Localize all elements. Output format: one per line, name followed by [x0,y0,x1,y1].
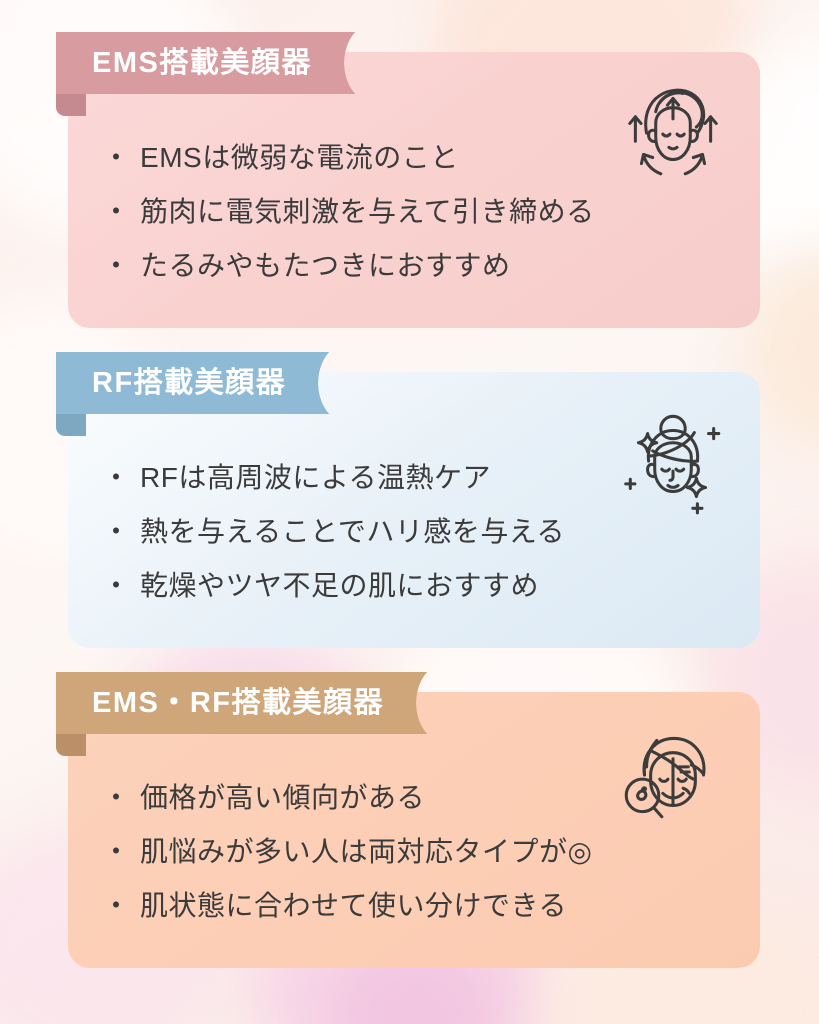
ribbon-body: RF搭載美顔器 [56,352,349,414]
list-item: ・ 乾燥やツヤ不足の肌におすすめ [102,572,610,600]
bullet-text: 肌悩みが多い人は両対応タイプが◎ [140,836,593,867]
bullet-marker: ・ [102,782,131,813]
bullet-text: 乾燥やツヤ不足の肌におすすめ [140,570,540,601]
face-lifting-arrows-icon [612,66,734,188]
card-ems: EMS搭載美顔器 ・ EMSは微弱な電流のこと ・ 筋肉に電気刺激を与えて引き締… [56,32,760,328]
list-item: ・ 筋肉に電気刺激を与えて引き締める [102,198,610,226]
ribbon-fold-tab [56,734,86,756]
bullet-marker: ・ [102,890,131,921]
bullet-text: EMSは微弱な電流のこと [140,142,459,173]
bullet-marker: ・ [102,250,131,281]
ribbon-title: EMS搭載美顔器 [92,46,312,79]
ribbon-banner-ems: EMS搭載美顔器 [56,32,374,116]
bullet-marker: ・ [102,142,131,173]
card-rf: RF搭載美顔器 ・ RFは高周波による温熱ケア ・ 熱を与えることでハリ感を与え… [56,352,760,648]
ribbon-title: RF搭載美顔器 [92,366,287,399]
bullet-text: 価格が高い傾向がある [140,782,426,813]
bullet-text: 熱を与えることでハリ感を与える [140,516,565,547]
bullet-list-ems: ・ EMSは微弱な電流のこと ・ 筋肉に電気刺激を与えて引き締める ・ たるみや… [102,144,610,306]
bullet-marker: ・ [102,196,131,227]
face-sparkle-glow-icon [612,398,734,520]
bullet-marker: ・ [102,516,131,547]
face-towel-magnifier-icon [612,712,734,834]
ribbon-banner-ems-rf: EMS・RF搭載美顔器 [56,672,447,756]
list-item: ・ 肌状態に合わせて使い分けできる [102,892,610,920]
bullet-text: RFは高周波による温熱ケア [140,462,492,493]
list-item: ・ 肌悩みが多い人は両対応タイプが◎ [102,838,610,866]
list-item: ・ たるみやもたつきにおすすめ [102,252,610,280]
bullet-list-ems-rf: ・ 価格が高い傾向がある ・ 肌悩みが多い人は両対応タイプが◎ ・ 肌状態に合わ… [102,784,610,946]
ribbon-fold-tab [56,94,86,116]
ribbon-title: EMS・RF搭載美顔器 [92,686,385,719]
bullet-text: たるみやもたつきにおすすめ [140,250,511,281]
bullet-marker: ・ [102,462,131,493]
list-item: ・ 価格が高い傾向がある [102,784,610,812]
bullet-marker: ・ [102,570,131,601]
list-item: ・ RFは高周波による温熱ケア [102,464,610,492]
list-item: ・ EMSは微弱な電流のこと [102,144,610,172]
ribbon-body: EMS搭載美顔器 [56,32,374,94]
bullet-marker: ・ [102,836,131,867]
bullet-text: 肌状態に合わせて使い分けできる [140,890,567,921]
ribbon-body: EMS・RF搭載美顔器 [56,672,447,734]
ribbon-banner-rf: RF搭載美顔器 [56,352,349,436]
list-item: ・ 熱を与えることでハリ感を与える [102,518,610,546]
bullet-list-rf: ・ RFは高周波による温熱ケア ・ 熱を与えることでハリ感を与える ・ 乾燥やツ… [102,464,610,626]
card-ems-rf: EMS・RF搭載美顔器 ・ 価格が高い傾向がある ・ 肌悩みが多い人は両対応タイ… [56,672,760,968]
bullet-text: 筋肉に電気刺激を与えて引き締める [140,196,595,227]
ribbon-fold-tab [56,414,86,436]
